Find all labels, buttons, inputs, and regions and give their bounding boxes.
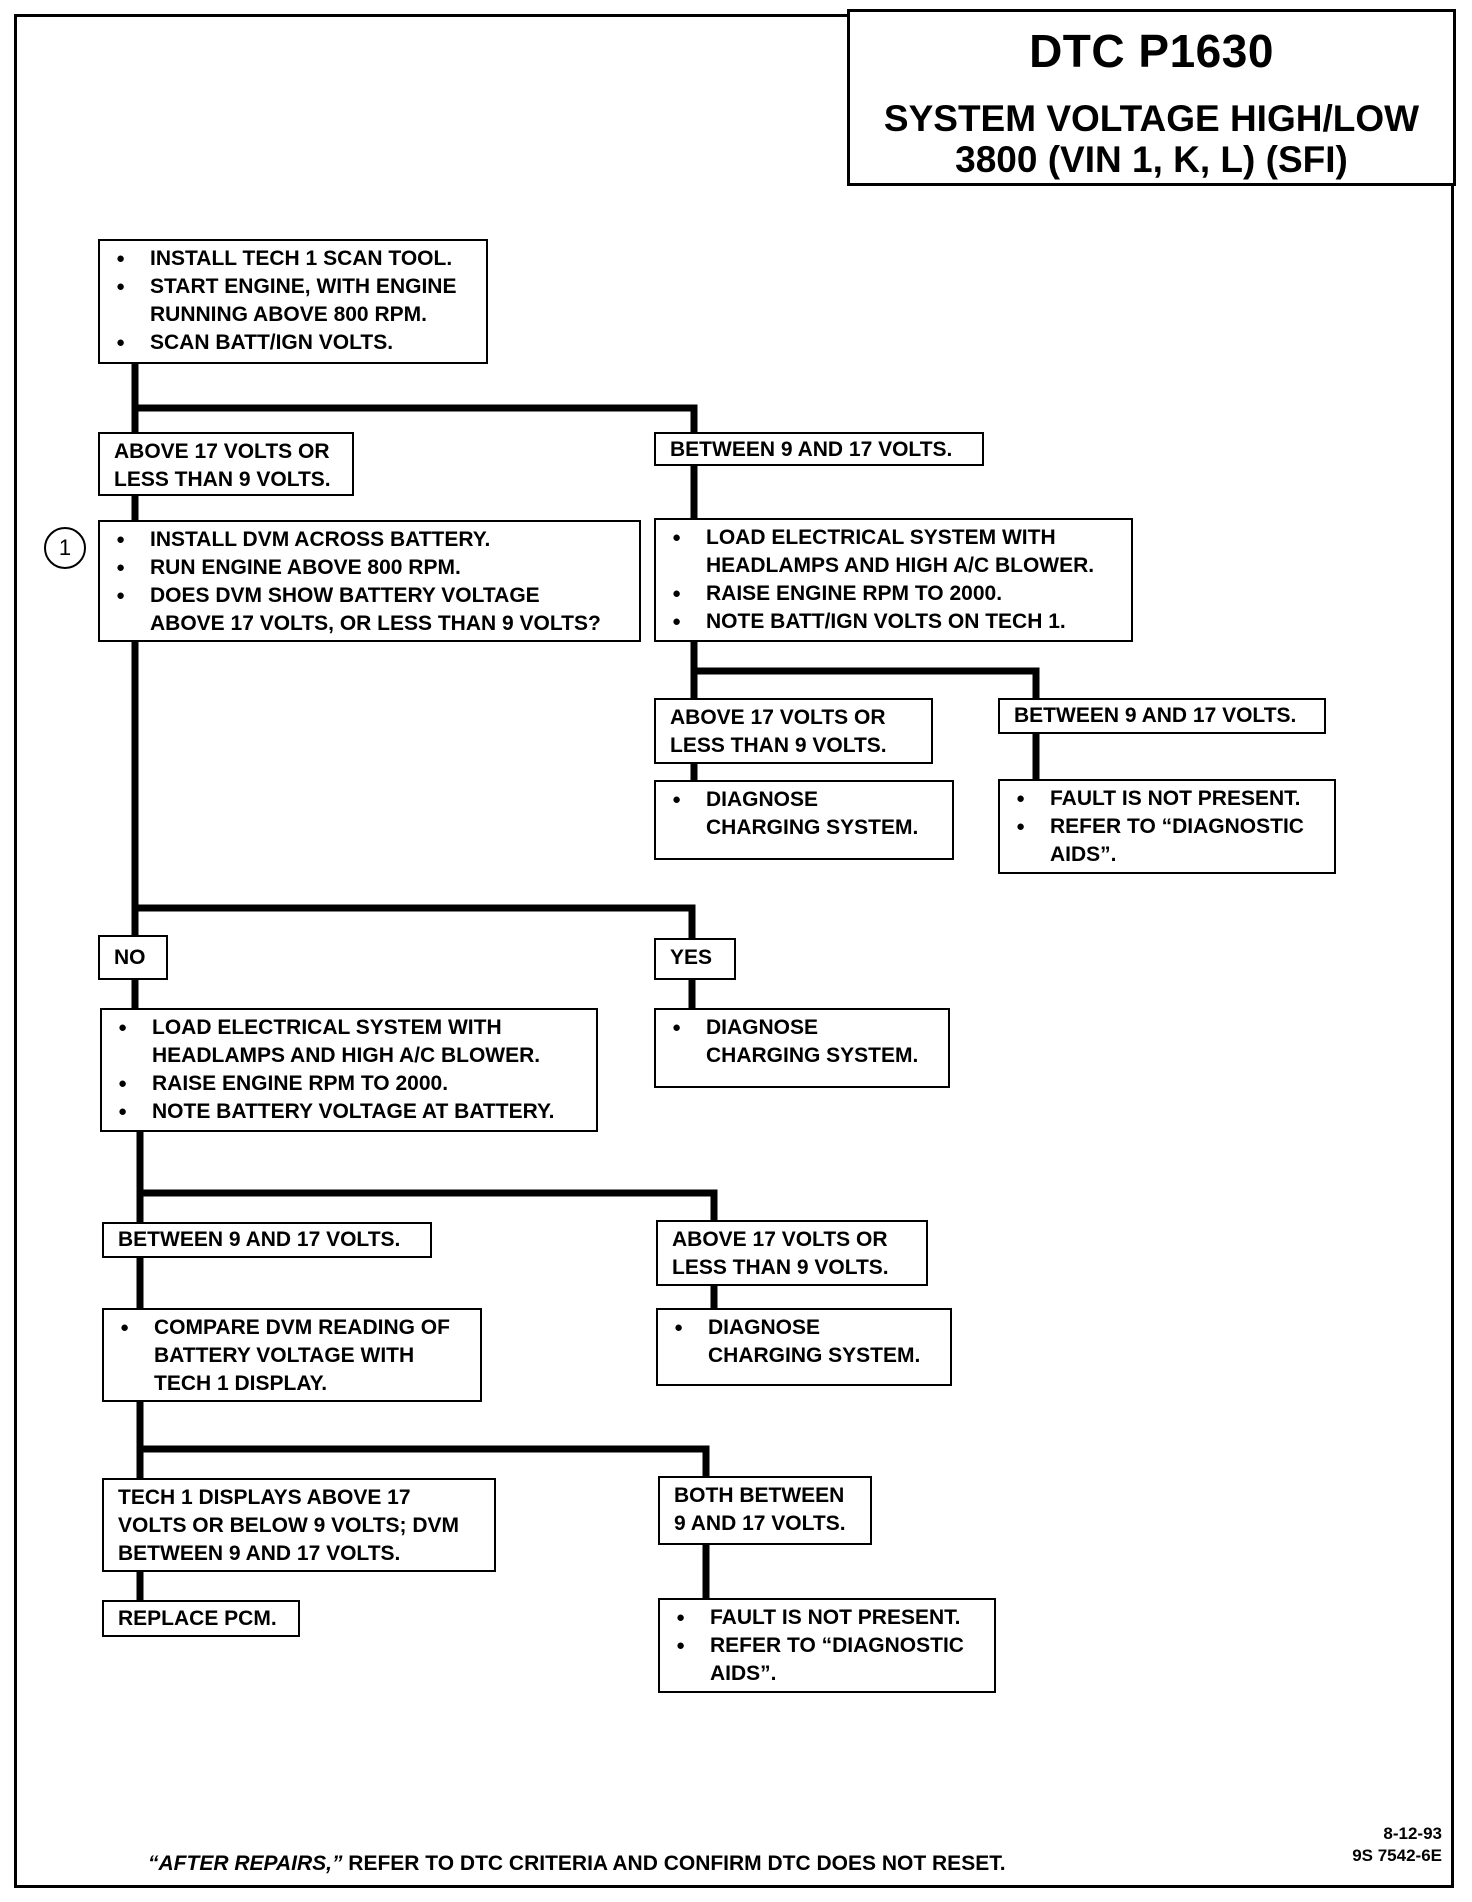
step-item: RAISE ENGINE RPM TO 2000.: [670, 580, 1117, 608]
battery-out-of-range-box: ABOVE 17 VOLTS OR LESS THAN 9 VOLTS.: [656, 1220, 928, 1286]
compare-readings-box: COMPARE DVM READING OF BATTERY VOLTAGE W…: [102, 1308, 482, 1402]
scan-out-of-range-box: ABOVE 17 VOLTS OR LESS THAN 9 VOLTS.: [98, 432, 354, 496]
step-item: START ENGINE, WITH ENGINE RUNNING ABOVE …: [114, 273, 472, 329]
step-1-marker: 1: [44, 527, 86, 569]
document-number: 9S 7542-6E: [1352, 1846, 1442, 1865]
both-in-range-box: BOTH BETWEEN 9 AND 17 VOLTS.: [658, 1476, 872, 1545]
result-label: REPLACE PCM.: [118, 1607, 277, 1630]
result-label: ABOVE 17 VOLTS OR LESS THAN 9 VOLTS.: [114, 440, 331, 491]
fault-not-present-box-1: FAULT IS NOT PRESENT. REFER TO “DIAGNOST…: [998, 779, 1336, 874]
engine-designation: 3800 (VIN 1, K, L) (SFI): [955, 139, 1348, 180]
step-item: INSTALL DVM ACROSS BATTERY.: [114, 526, 625, 554]
step-item: NOTE BATT/IGN VOLTS ON TECH 1.: [670, 608, 1117, 636]
load-out-of-range-box: ABOVE 17 VOLTS OR LESS THAN 9 VOLTS.: [654, 698, 933, 764]
step-item: NOTE BATTERY VOLTAGE AT BATTERY.: [116, 1098, 582, 1126]
diagnose-charging-box-2: DIAGNOSE CHARGING SYSTEM.: [654, 1008, 950, 1088]
result-label: ABOVE 17 VOLTS OR LESS THAN 9 VOLTS.: [672, 1228, 889, 1279]
after-repairs-label: “AFTER REPAIRS,”: [148, 1852, 343, 1875]
no-branch-box: NO: [98, 935, 168, 980]
diagnose-charging-box-3: DIAGNOSE CHARGING SYSTEM.: [656, 1308, 952, 1386]
page-frame: [14, 14, 1454, 1888]
step-item: DIAGNOSE CHARGING SYSTEM.: [670, 1014, 934, 1070]
result-label: ABOVE 17 VOLTS OR LESS THAN 9 VOLTS.: [670, 706, 887, 757]
step-item: REFER TO “DIAGNOSTIC AIDS”.: [674, 1632, 980, 1688]
step-item: DOES DVM SHOW BATTERY VOLTAGE ABOVE 17 V…: [114, 582, 625, 638]
replace-pcm-box: REPLACE PCM.: [102, 1600, 300, 1637]
step-item: LOAD ELECTRICAL SYSTEM WITH HEADLAMPS AN…: [670, 524, 1117, 580]
result-label: BETWEEN 9 AND 17 VOLTS.: [670, 438, 953, 461]
dtc-code: DTC P1630: [1029, 25, 1274, 77]
tech1-out-dvm-in-box: TECH 1 DISPLAYS ABOVE 17 VOLTS OR BELOW …: [102, 1478, 496, 1572]
step-item: RUN ENGINE ABOVE 800 RPM.: [114, 554, 625, 582]
after-repairs-text: REFER TO DTC CRITERIA AND CONFIRM DTC DO…: [342, 1852, 1006, 1875]
result-label: NO: [114, 946, 146, 969]
after-repairs-note: “AFTER REPAIRS,” REFER TO DTC CRITERIA A…: [148, 1852, 1006, 1876]
title-block: DTC P1630 SYSTEM VOLTAGE HIGH/LOW 3800 (…: [847, 9, 1456, 186]
result-label: BETWEEN 9 AND 17 VOLTS.: [1014, 704, 1297, 727]
step-item: DIAGNOSE CHARGING SYSTEM.: [670, 786, 938, 842]
result-label: YES: [670, 946, 713, 969]
yes-branch-box: YES: [654, 938, 736, 980]
battery-in-range-box: BETWEEN 9 AND 17 VOLTS.: [102, 1222, 432, 1258]
step-item: DIAGNOSE CHARGING SYSTEM.: [672, 1314, 936, 1370]
document-reference: 8-12-93 9S 7542-6E: [1352, 1823, 1442, 1867]
step-item: RAISE ENGINE RPM TO 2000.: [116, 1070, 582, 1098]
step-item: SCAN BATT/IGN VOLTS.: [114, 329, 472, 357]
scan-in-range-box: BETWEEN 9 AND 17 VOLTS.: [654, 432, 984, 466]
result-label: BETWEEN 9 AND 17 VOLTS.: [118, 1228, 401, 1251]
step-item: INSTALL TECH 1 SCAN TOOL.: [114, 245, 472, 273]
dvm-check-box: INSTALL DVM ACROSS BATTERY. RUN ENGINE A…: [98, 520, 641, 642]
step-item: LOAD ELECTRICAL SYSTEM WITH HEADLAMPS AN…: [116, 1014, 582, 1070]
diagnose-charging-box-1: DIAGNOSE CHARGING SYSTEM.: [654, 780, 954, 860]
dtc-title: SYSTEM VOLTAGE HIGH/LOW: [883, 98, 1420, 139]
step-item: FAULT IS NOT PRESENT.: [674, 1604, 980, 1632]
step-item: COMPARE DVM READING OF BATTERY VOLTAGE W…: [118, 1314, 466, 1398]
load-in-range-box: BETWEEN 9 AND 17 VOLTS.: [998, 698, 1326, 734]
step-item: REFER TO “DIAGNOSTIC AIDS”.: [1014, 813, 1320, 869]
result-label: BOTH BETWEEN 9 AND 17 VOLTS.: [674, 1484, 846, 1535]
load-check-tech1-box: LOAD ELECTRICAL SYSTEM WITH HEADLAMPS AN…: [654, 518, 1133, 642]
step-item: FAULT IS NOT PRESENT.: [1014, 785, 1320, 813]
revision-date: 8-12-93: [1383, 1824, 1442, 1843]
fault-not-present-box-2: FAULT IS NOT PRESENT. REFER TO “DIAGNOST…: [658, 1598, 996, 1693]
result-label: TECH 1 DISPLAYS ABOVE 17 VOLTS OR BELOW …: [118, 1486, 460, 1565]
start-steps-box: INSTALL TECH 1 SCAN TOOL. START ENGINE, …: [98, 239, 488, 364]
load-check-battery-box: LOAD ELECTRICAL SYSTEM WITH HEADLAMPS AN…: [100, 1008, 598, 1132]
